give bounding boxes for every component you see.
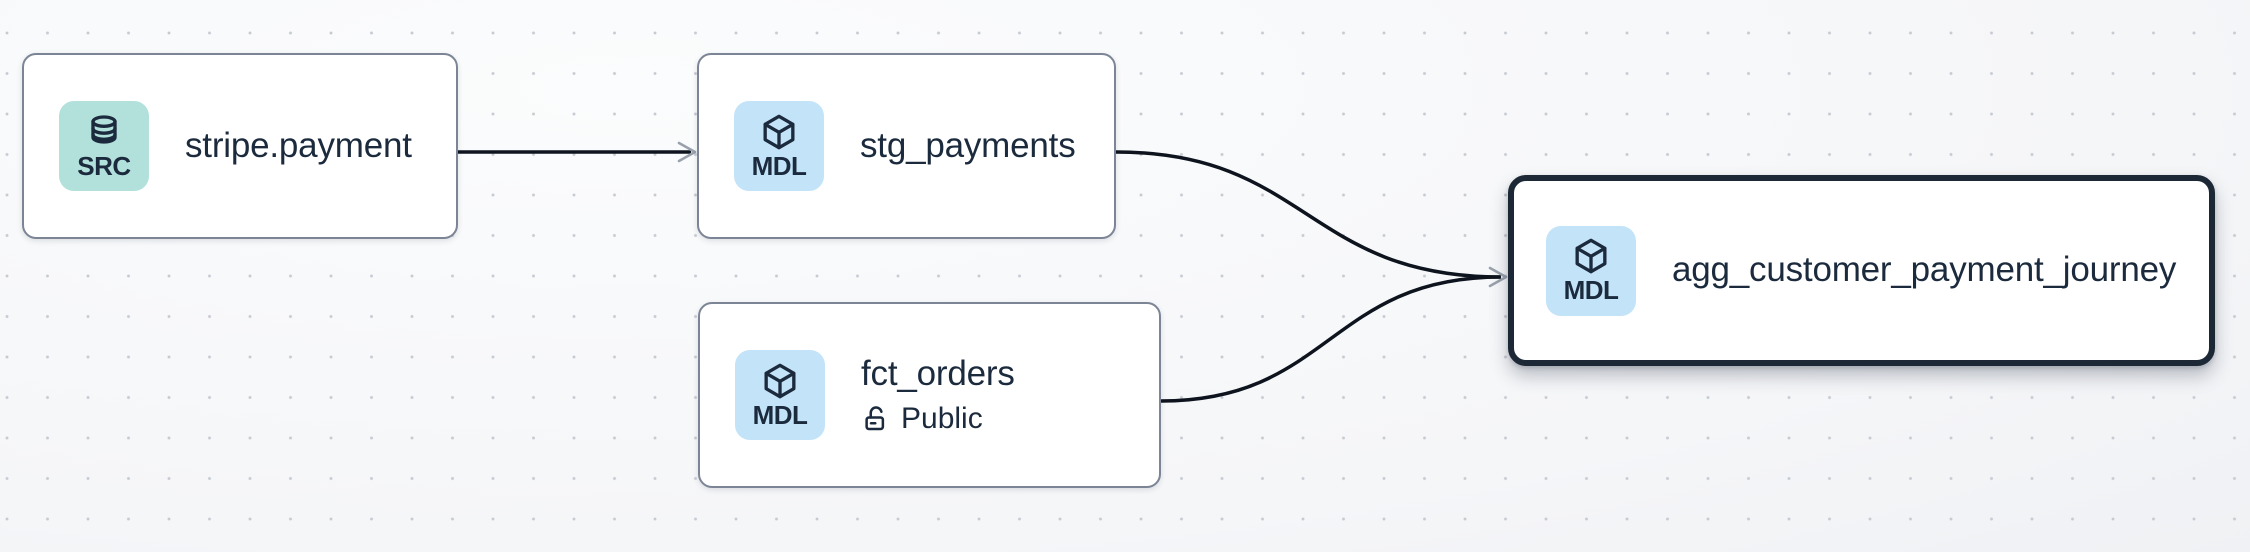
access-row: Public: [861, 402, 1015, 436]
edge-fct-to-agg[interactable]: [1160, 266, 1508, 403]
badge-label: MDL: [752, 399, 808, 430]
model-badge: MDL: [735, 350, 825, 440]
badge-label: SRC: [77, 150, 131, 181]
model-badge: MDL: [734, 101, 824, 191]
edge-stripe-to-stg[interactable]: [458, 141, 697, 163]
node-title: stripe.payment: [185, 125, 412, 165]
arrowhead-icon: [677, 141, 697, 163]
badge-label: MDL: [1563, 275, 1619, 306]
node-agg-customer-payment-journey[interactable]: MDL agg_customer_payment_journey: [1508, 175, 2215, 366]
node-stg-payments[interactable]: MDL stg_payments: [697, 53, 1116, 239]
cube-icon: [763, 114, 795, 150]
lock-open-icon: [865, 406, 885, 431]
node-fct-orders[interactable]: MDL fct_orders Public: [698, 302, 1161, 488]
database-icon: [91, 115, 117, 144]
source-badge: SRC: [59, 101, 149, 191]
node-title: agg_customer_payment_journey: [1672, 250, 2177, 290]
badge-label: MDL: [751, 150, 807, 181]
model-badge: MDL: [1546, 225, 1636, 316]
node-title: fct_orders: [861, 353, 1015, 393]
arrowhead-icon: [1488, 266, 1508, 288]
node-title: stg_payments: [860, 125, 1076, 165]
node-stripe-payment[interactable]: SRC stripe.payment: [22, 53, 458, 239]
access-label: Public: [901, 402, 983, 436]
cube-icon: [1575, 239, 1607, 274]
cube-icon: [764, 363, 796, 399]
edge-stg-to-agg[interactable]: [1115, 150, 1502, 279]
